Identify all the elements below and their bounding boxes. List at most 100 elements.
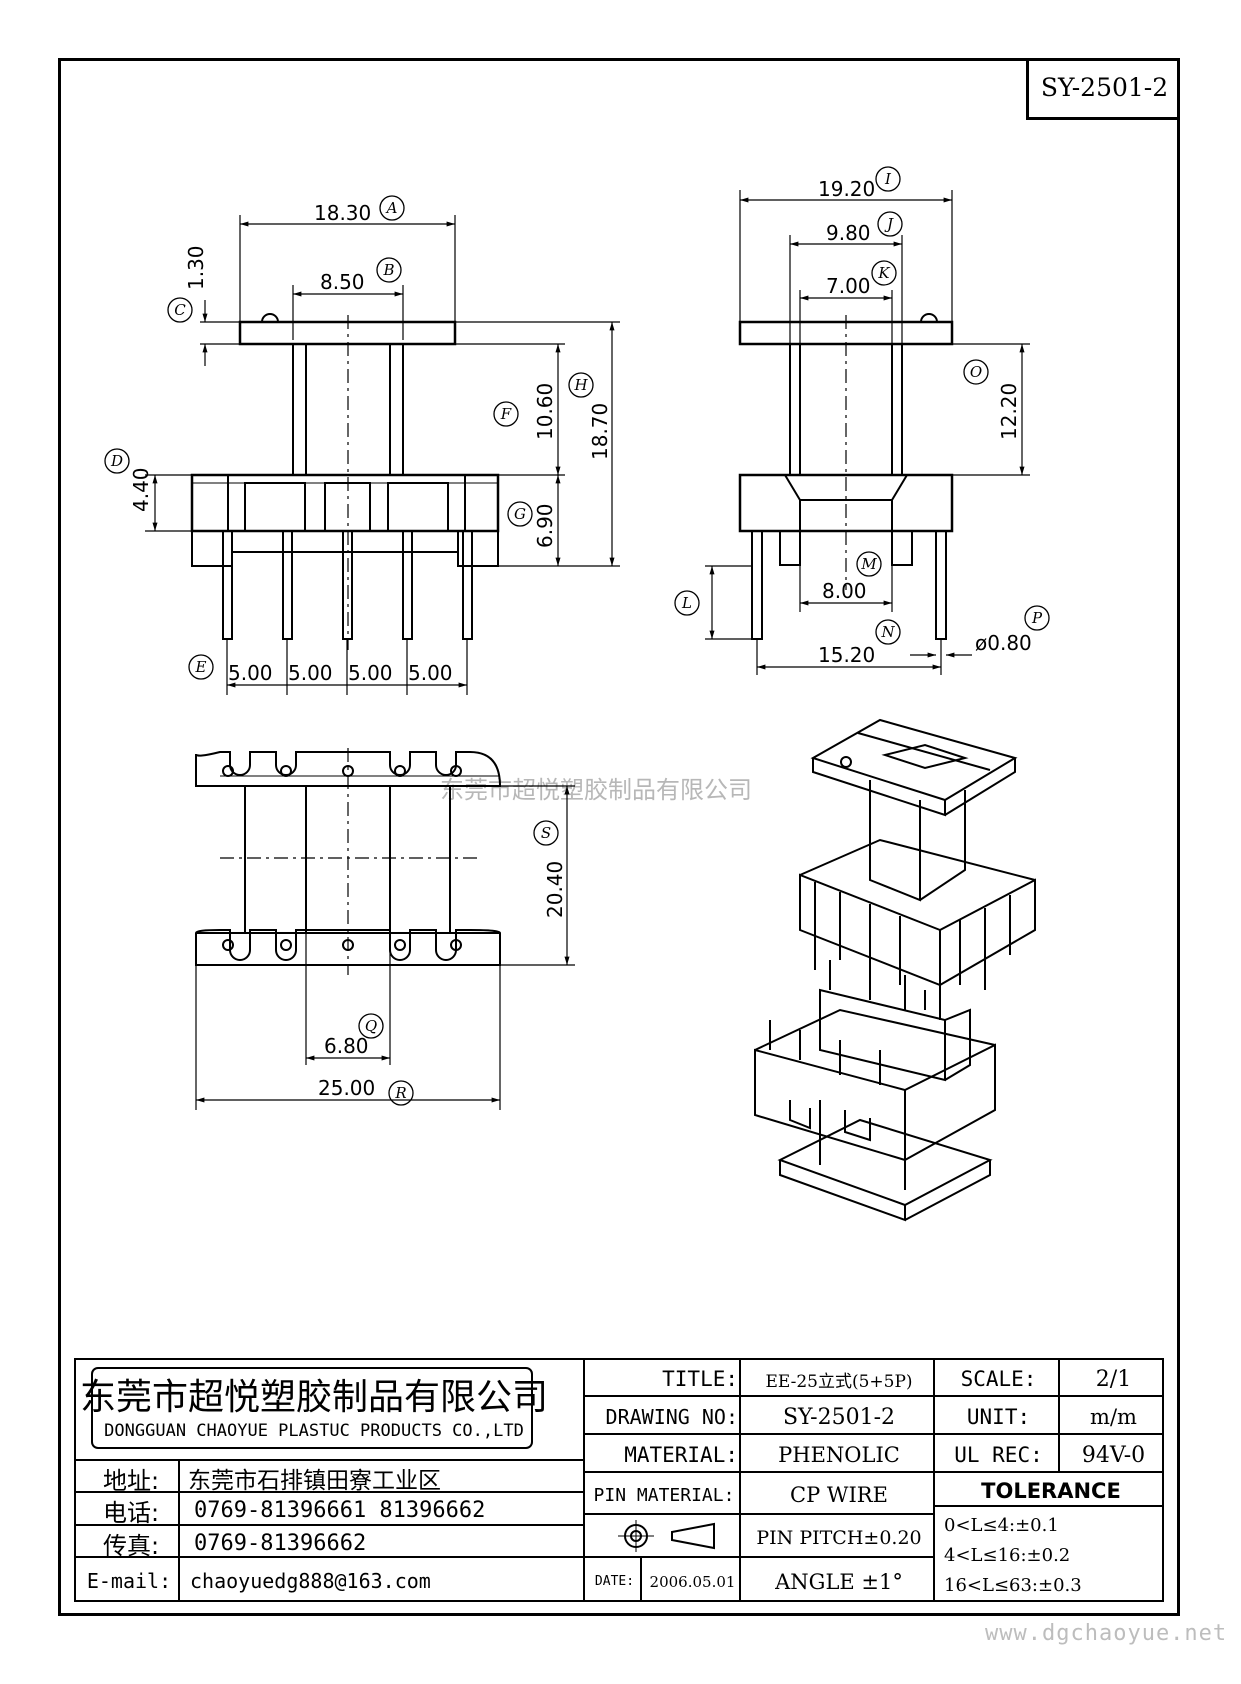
tolerance-row-3: 16<L≤63:±0.3 bbox=[944, 1574, 1082, 1596]
angle: ANGLE ±1° bbox=[775, 1569, 903, 1594]
dim-q-value: 6.80 bbox=[324, 1034, 369, 1058]
phone-value: 0769-81396661 81396662 bbox=[194, 1498, 486, 1523]
top-view bbox=[195, 748, 502, 975]
dim-e1-value: 5.00 bbox=[228, 661, 273, 685]
callout-circle-n bbox=[875, 619, 901, 645]
title-block-grid bbox=[74, 1358, 1164, 1602]
dim-a-value: 18.30 bbox=[314, 201, 371, 225]
drawing-frame bbox=[58, 58, 1180, 1616]
tolerance-row-2: 4<L≤16:±0.2 bbox=[944, 1544, 1071, 1566]
callout-circle-d bbox=[104, 448, 130, 474]
callout-circle-h bbox=[568, 372, 594, 398]
watermark: 东莞市超悦塑胶制品有限公司 bbox=[440, 776, 752, 804]
callout-letter-a: A bbox=[385, 199, 398, 217]
callout-letter-b: B bbox=[382, 261, 394, 279]
dim-p-value: ø0.80 bbox=[975, 631, 1032, 655]
callout-letter-r: R bbox=[394, 1084, 406, 1102]
address-value: 东莞市石排镇田寮工业区 bbox=[188, 1468, 441, 1494]
callout-letter-k: K bbox=[877, 264, 890, 282]
callout-circle-i bbox=[875, 166, 901, 192]
tolerance-label: TOLERANCE bbox=[981, 1479, 1121, 1503]
callout-letter-c: C bbox=[174, 301, 186, 319]
callout-letter-n: N bbox=[880, 623, 895, 641]
callout-circle-m bbox=[856, 551, 882, 577]
callout-letter-q: Q bbox=[365, 1017, 377, 1035]
callout-circle-c bbox=[167, 297, 193, 323]
callout-circle-k bbox=[871, 260, 897, 286]
callout-circle-s bbox=[533, 820, 559, 846]
dimension-lines bbox=[145, 190, 1030, 1110]
dim-o-value: 12.20 bbox=[997, 383, 1021, 440]
ul-label: UL REC: bbox=[954, 1443, 1043, 1467]
dim-d-value: 4.40 bbox=[129, 467, 153, 512]
fax-value: 0769-81396662 bbox=[194, 1530, 367, 1556]
pin-material-label: PIN MATERIAL: bbox=[593, 1484, 735, 1506]
company-name-en: DONGGUAN CHAOYUE PLASTUC PRODUCTS CO.,LT… bbox=[104, 1421, 524, 1441]
website-watermark: www.dgchaoyue.net bbox=[985, 1621, 1228, 1646]
callout-letter-j: J bbox=[884, 215, 894, 233]
callout-circle-e bbox=[188, 654, 214, 680]
scale-label: SCALE: bbox=[960, 1367, 1037, 1391]
callout-circle-q bbox=[358, 1013, 384, 1039]
callout-circle-g bbox=[507, 501, 533, 527]
drawing-no-label: DRAWING NO: bbox=[605, 1405, 738, 1429]
material-label: MATERIAL: bbox=[624, 1443, 738, 1467]
dim-e4-value: 5.00 bbox=[408, 661, 453, 685]
dim-b-value: 8.50 bbox=[320, 270, 365, 294]
front-view bbox=[190, 313, 500, 650]
callout-letter-g: G bbox=[514, 505, 526, 523]
dim-r-value: 25.00 bbox=[318, 1076, 375, 1100]
title-value: EE-25立式(5+5P) bbox=[765, 1371, 913, 1392]
callout-letter-m: M bbox=[860, 555, 877, 573]
callout-letter-e: E bbox=[195, 658, 207, 676]
drawing-no-value: SY-2501-2 bbox=[782, 1404, 896, 1430]
side-view bbox=[738, 313, 954, 640]
email-value: chaoyuedg888@163.com bbox=[190, 1568, 431, 1593]
callout-circle-o bbox=[963, 359, 989, 385]
dim-i-value: 19.20 bbox=[818, 177, 875, 201]
callout-letter-d: D bbox=[110, 452, 123, 470]
callout-letter-o: O bbox=[970, 363, 982, 381]
ul-value: 94V-0 bbox=[1081, 1442, 1146, 1468]
dim-m-value: 8.00 bbox=[822, 579, 867, 603]
callout-circle-l bbox=[674, 590, 700, 616]
dim-h-value: 18.70 bbox=[588, 403, 612, 460]
drawing-code: SY-2501-2 bbox=[1026, 58, 1180, 120]
isometric-view-bottom bbox=[754, 960, 996, 1222]
tolerance-row-1: 0<L≤4:±0.1 bbox=[944, 1514, 1059, 1536]
company-name-cn: 东莞市超悦塑胶制品有限公司 bbox=[80, 1377, 549, 1418]
callout-circle-p bbox=[1024, 605, 1050, 631]
material-value: PHENOLIC bbox=[778, 1443, 900, 1467]
callout-letter-h: H bbox=[573, 376, 588, 394]
callout-letter-f: F bbox=[500, 405, 512, 423]
callout-letter-l: L bbox=[681, 594, 692, 612]
unit-label: UNIT: bbox=[966, 1405, 1031, 1429]
dim-f-value: 10.60 bbox=[533, 383, 557, 440]
pin-material-value: CP WIRE bbox=[790, 1483, 888, 1507]
dim-c-value: 1.30 bbox=[184, 245, 208, 290]
date-value: 2006.05.01 bbox=[649, 1572, 736, 1591]
dimension-values: 18.30 8.50 1.30 4.40 5.00 5.00 5.00 5.00… bbox=[129, 177, 1032, 1100]
callout-circle-a bbox=[379, 195, 405, 221]
dim-j-value: 9.80 bbox=[826, 221, 871, 245]
title-block: 东莞市超悦塑胶制品有限公司 DONGGUAN CHAOYUE PLASTUC P… bbox=[74, 1358, 1164, 1602]
callout-letter-i: I bbox=[884, 170, 892, 188]
unit-value: m/m bbox=[1090, 1405, 1137, 1429]
callout-circle-j bbox=[877, 211, 903, 237]
dim-s-value: 20.40 bbox=[543, 861, 567, 918]
fax-label: 传真: bbox=[102, 1531, 160, 1560]
title-label: TITLE: bbox=[662, 1367, 738, 1391]
phone-label: 电话: bbox=[102, 1499, 160, 1527]
callout-letter-s: S bbox=[541, 824, 551, 842]
isometric-view-top bbox=[799, 718, 1036, 1010]
pin-pitch: PIN PITCH±0.20 bbox=[756, 1526, 922, 1549]
dim-g-value: 6.90 bbox=[533, 503, 557, 548]
email-label: E-mail: bbox=[86, 1568, 172, 1593]
date-label: DATE: bbox=[594, 1574, 635, 1589]
address-label: 地址: bbox=[102, 1466, 160, 1495]
dim-e3-value: 5.00 bbox=[348, 661, 393, 685]
dim-e2-value: 5.00 bbox=[288, 661, 333, 685]
dim-n-value: 15.20 bbox=[818, 643, 875, 667]
